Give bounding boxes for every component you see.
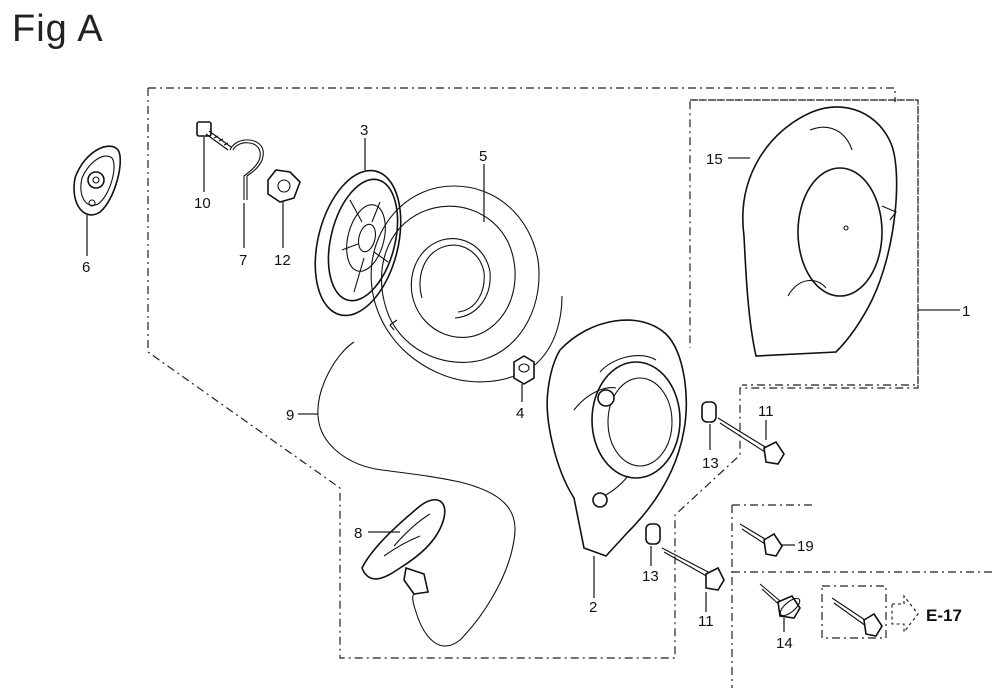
callout-1: 1	[962, 303, 970, 320]
part-13-spacer-upper	[701, 401, 717, 423]
reference-bolt	[831, 597, 883, 637]
callout-3: 3	[360, 122, 368, 139]
part-7-spring-clip	[229, 139, 264, 200]
callout-13-lower: 13	[642, 568, 659, 585]
reference-box	[821, 585, 887, 639]
part-11-bolt-upper	[717, 417, 785, 465]
hardware-box	[731, 504, 995, 688]
callout-11-lower: 11	[698, 613, 714, 630]
callout-11-upper: 11	[758, 403, 774, 420]
callout-13-upper: 13	[702, 455, 719, 472]
reference-label-e17: E-17	[926, 606, 962, 625]
part-19-screw	[739, 523, 783, 557]
part-6-plate	[73, 145, 122, 216]
reference-arrow-icon	[891, 594, 919, 634]
callout-8: 8	[354, 525, 362, 542]
part-4-nut	[513, 355, 535, 385]
callout-2: 2	[589, 599, 597, 616]
part-14-bolt	[759, 583, 801, 619]
part-13-spacer-lower	[645, 523, 661, 545]
figure-title: Fig A	[12, 8, 104, 50]
part-5-spiral-spring	[370, 185, 563, 383]
callout-7: 7	[239, 252, 247, 269]
callout-19: 19	[797, 538, 814, 555]
part-9-rope	[317, 341, 516, 647]
part-12-ratchet	[267, 169, 301, 203]
part-10-bolt	[196, 121, 232, 151]
callout-14: 14	[776, 635, 793, 652]
assembly-boundary	[147, 87, 919, 659]
callout-12: 12	[274, 252, 291, 269]
callout-5: 5	[479, 148, 487, 165]
part-2-starter-case	[546, 319, 688, 557]
part-8-handle	[361, 498, 446, 595]
part-11-bolt-lower	[661, 547, 725, 591]
callout-4: 4	[516, 405, 524, 422]
cover-subassembly-boundary	[690, 99, 919, 386]
callout-10: 10	[194, 195, 211, 212]
callout-9: 9	[286, 407, 294, 424]
callout-6: 6	[82, 259, 90, 276]
part-15-fan-cover	[742, 106, 898, 357]
callout-15: 15	[706, 151, 723, 168]
part-3-reel	[314, 169, 402, 317]
